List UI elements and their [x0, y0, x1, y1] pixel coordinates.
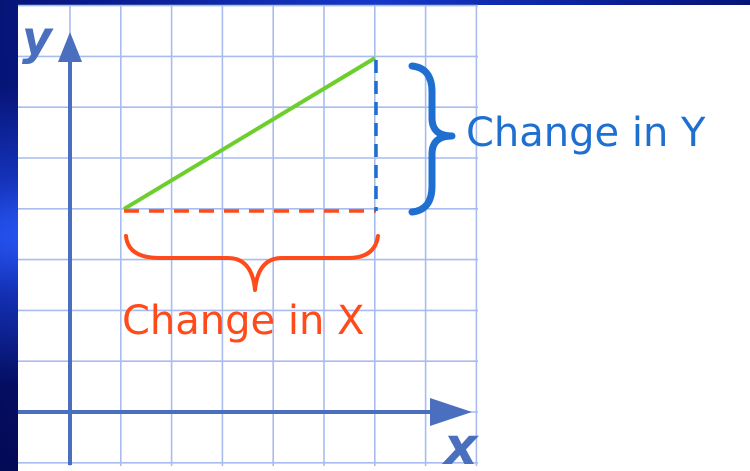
- change-x-brace: [124, 234, 380, 292]
- axes: [18, 32, 472, 465]
- change-y-label: Change in Y: [466, 110, 706, 156]
- slope-line: [122, 56, 377, 211]
- x-axis-label: x: [441, 417, 479, 471]
- change-y-brace: [408, 62, 456, 216]
- grid: [18, 4, 478, 466]
- change-x-label: Change in X: [122, 298, 364, 344]
- y-axis-arrow: [58, 32, 82, 62]
- y-axis-label: y: [22, 11, 54, 65]
- x-axis-arrow: [430, 398, 472, 426]
- diagram-panel: [18, 5, 750, 471]
